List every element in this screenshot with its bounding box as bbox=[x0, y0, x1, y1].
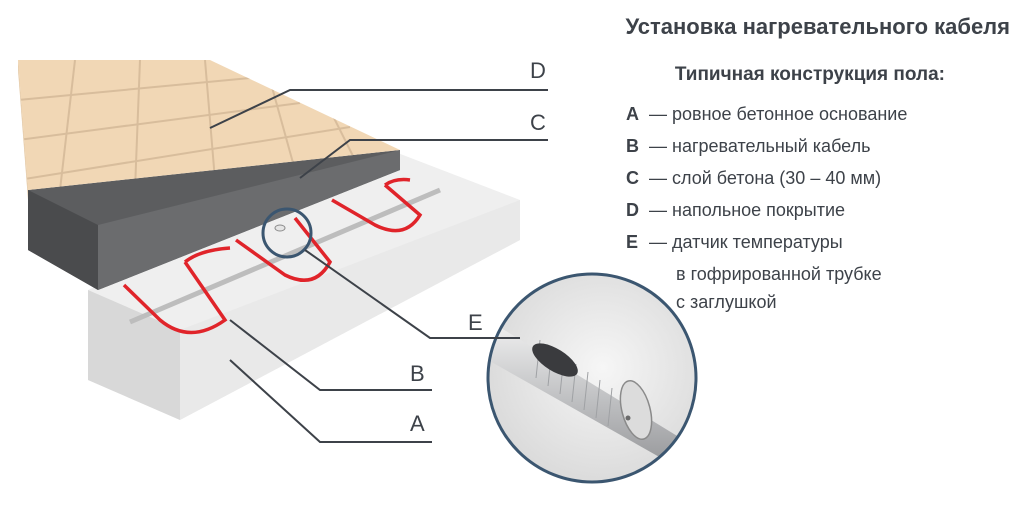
leader-lines bbox=[209, 89, 548, 443]
legend-letter: E bbox=[626, 232, 639, 252]
leader-b bbox=[229, 319, 432, 391]
legend-text: напольное покрытие bbox=[672, 200, 846, 220]
heating-cable bbox=[122, 177, 423, 335]
tag-b: B bbox=[410, 361, 425, 386]
page-title: Установка нагревательного кабеля bbox=[625, 14, 1010, 39]
legend-text: нагревательный кабель bbox=[672, 136, 871, 156]
tag-e: E bbox=[468, 310, 483, 335]
leader-d bbox=[209, 89, 548, 129]
legend-text: датчик температуры bbox=[672, 232, 843, 252]
leader-a bbox=[229, 359, 432, 443]
legend-dash: — bbox=[649, 232, 667, 252]
legend-letter: B bbox=[626, 136, 639, 156]
legend-dash: — bbox=[649, 104, 667, 124]
legend-item-c: C — слой бетона (30 – 40 мм) bbox=[626, 168, 1016, 200]
legend-item-e-line-3: с заглушкой bbox=[676, 292, 777, 312]
leader-e bbox=[304, 249, 520, 339]
tag-a: A bbox=[410, 411, 425, 436]
legend-letter: A bbox=[626, 104, 639, 124]
base-slab-layer bbox=[88, 150, 520, 420]
legend-dash: — bbox=[649, 136, 667, 156]
tag-c: C bbox=[530, 110, 546, 135]
tile-floor-layer bbox=[18, 60, 400, 200]
legend-item-e-line-2: в гофрированной трубке bbox=[676, 264, 882, 284]
legend-letter: D bbox=[626, 200, 639, 220]
legend-item-a: A — ровное бетонное основание bbox=[626, 104, 1016, 136]
leader-c bbox=[299, 139, 548, 179]
legend-item-e: E — датчик температуры bbox=[626, 232, 1016, 264]
sensor-zoom-view bbox=[486, 272, 698, 484]
legend-item-d: D — напольное покрытие bbox=[626, 200, 1016, 232]
legend-dash: — bbox=[649, 200, 667, 220]
legend-item-b: B — нагревательный кабель bbox=[626, 136, 1016, 168]
sensor-ring bbox=[261, 207, 313, 259]
legend-text: ровное бетонное основание bbox=[672, 104, 908, 124]
legend-dash: — bbox=[649, 168, 667, 188]
tag-d: D bbox=[530, 58, 546, 83]
legend-subtitle: Типичная конструкция пола: bbox=[674, 64, 945, 85]
legend-text: слой бетона (30 – 40 мм) bbox=[672, 168, 882, 188]
legend-letter: C bbox=[626, 168, 639, 188]
concrete-screed-layer bbox=[28, 150, 400, 290]
sensor-cap bbox=[274, 224, 286, 232]
legend: A — ровное бетонное основание B — нагрев… bbox=[626, 104, 1016, 320]
